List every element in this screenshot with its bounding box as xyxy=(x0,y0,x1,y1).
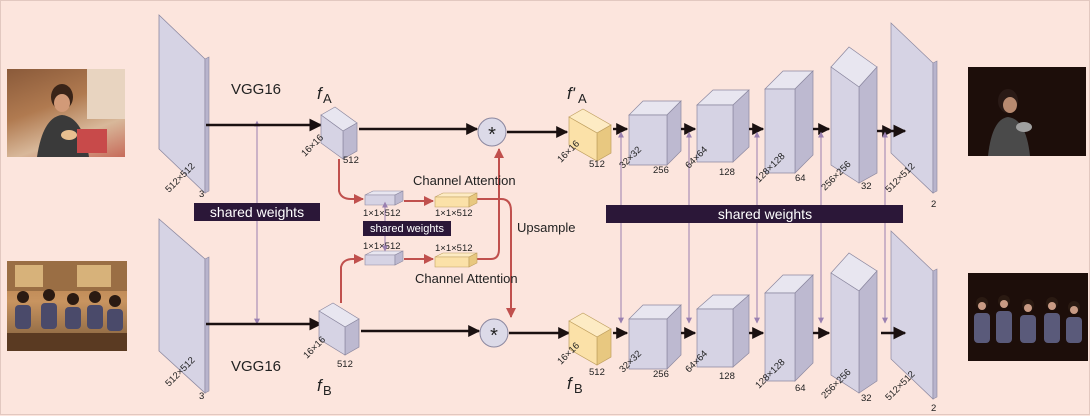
input-top-depth-label: 3 xyxy=(199,189,204,200)
dec-top-depth-4: 32 xyxy=(861,181,872,192)
decoder-shared-links xyxy=(618,131,888,324)
vgg-label-bottom: VGG16 xyxy=(231,358,281,375)
att-top-to-bottom-multiply xyxy=(477,198,516,318)
fB-letter: f xyxy=(317,376,324,395)
dec-top-depth-5: 2 xyxy=(931,199,936,210)
fB-subscript: B xyxy=(323,383,332,398)
att-dim-4: 1×1×512 xyxy=(435,243,473,254)
input-slab-bottom xyxy=(158,218,210,394)
shared-weights-tag-right xyxy=(606,205,903,223)
fA-letter: f xyxy=(317,84,324,103)
fB-side-label: 16×16 xyxy=(301,334,328,361)
dec-bot-depth-1: 256 xyxy=(653,369,669,380)
shared-weights-tag-left xyxy=(194,203,320,221)
attention-path-bottom xyxy=(340,254,364,303)
fB-depth-label: 512 xyxy=(337,359,353,370)
output-mask-top xyxy=(968,67,1086,156)
channel-attention-label-top: Channel Attention xyxy=(413,173,516,188)
feature-cube-fA xyxy=(320,106,358,160)
group-silhouette-icon xyxy=(974,295,1082,343)
att-dim-1: 1×1×512 xyxy=(363,208,401,219)
attention-vector-3 xyxy=(364,250,404,266)
decoder-bottom-block-2 xyxy=(696,294,750,368)
decoder-bottom-block-5 xyxy=(890,230,938,400)
dec-top-side-5: 512×512 xyxy=(883,161,917,195)
dec-top-depth-2: 128 xyxy=(719,167,735,178)
group-of-people-icon xyxy=(7,261,127,351)
att-dim-2: 1×1×512 xyxy=(435,208,473,219)
fA-side-label: 16×16 xyxy=(299,132,326,159)
vgg-label-top: VGG16 xyxy=(231,81,281,98)
decoder-top xyxy=(613,22,938,194)
att-bottom-to-top-multiply xyxy=(477,148,504,260)
upsample-label: Upsample xyxy=(517,220,576,235)
channel-attention-label-bottom: Channel Attention xyxy=(415,271,518,286)
decoder-bottom-block-1 xyxy=(628,304,682,370)
person-silhouette-icon xyxy=(988,89,1032,156)
decoder-top-block-5 xyxy=(890,22,938,194)
fpB-letter: f xyxy=(567,374,574,393)
input-photo-top xyxy=(7,69,125,157)
attended-cube-top xyxy=(568,108,612,162)
attention-path-top xyxy=(338,159,364,204)
fpA-letter: f' xyxy=(567,84,576,103)
decoder-top-block-3 xyxy=(764,70,814,174)
yel-bot-depth-label: 512 xyxy=(589,367,605,378)
shared-weights-text-right: shared weights xyxy=(718,206,812,222)
decoder-bottom-block-3 xyxy=(764,274,814,382)
yel-top-depth-label: 512 xyxy=(589,159,605,170)
attended-cube-bottom xyxy=(568,312,612,366)
dec-bot-depth-4: 32 xyxy=(861,393,872,404)
shared-weights-text-left: shared weights xyxy=(210,204,304,220)
decoder-bottom-block-4 xyxy=(830,252,878,394)
decoder-top-block-2 xyxy=(696,89,750,163)
multiply-symbol-bottom: * xyxy=(490,325,498,347)
decoder-top-block-1 xyxy=(628,100,682,166)
decoder-bottom xyxy=(613,230,938,400)
decoder-top-block-4 xyxy=(830,46,878,184)
multiply-node-top xyxy=(477,117,507,147)
dec-top-depth-3: 64 xyxy=(795,173,806,184)
fpA-subscript: A xyxy=(578,91,587,106)
att-dim-3: 1×1×512 xyxy=(363,241,401,252)
feature-cube-fB xyxy=(318,302,360,356)
fpB-subscript: B xyxy=(574,381,583,396)
multiply-symbol-top: * xyxy=(488,124,496,146)
input-photo-bottom xyxy=(7,261,127,351)
dec-top-depth-1: 256 xyxy=(653,165,669,176)
dec-bot-depth-5: 2 xyxy=(931,403,936,414)
multiply-node-bottom xyxy=(479,318,509,348)
attention-vector-1 xyxy=(364,190,404,206)
fA-subscript: A xyxy=(323,91,332,106)
output-mask-bottom xyxy=(968,273,1088,361)
input-bottom-depth-label: 3 xyxy=(199,391,204,402)
fA-depth-label: 512 xyxy=(343,155,359,166)
dec-bot-depth-3: 64 xyxy=(795,383,806,394)
attention-vector-2 xyxy=(434,192,478,208)
dec-bot-depth-2: 128 xyxy=(719,371,735,382)
dec-bot-side-5: 512×512 xyxy=(883,369,917,403)
attention-vector-4 xyxy=(434,252,478,268)
shared-weights-text-center: shared weights xyxy=(370,223,444,235)
shared-weights-tag-center xyxy=(363,221,451,236)
person-sitting-icon xyxy=(37,69,125,157)
